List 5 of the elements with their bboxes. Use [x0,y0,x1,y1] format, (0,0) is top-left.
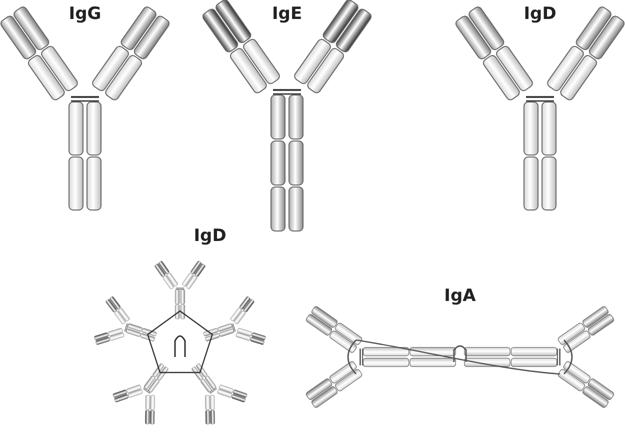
antibody-label: IgG [68,4,102,24]
antibody-label: IgD [194,226,226,246]
antibody-label: IgE [272,4,302,24]
antibody-label: IgA [444,286,476,306]
antibody-label: IgD [524,4,556,24]
